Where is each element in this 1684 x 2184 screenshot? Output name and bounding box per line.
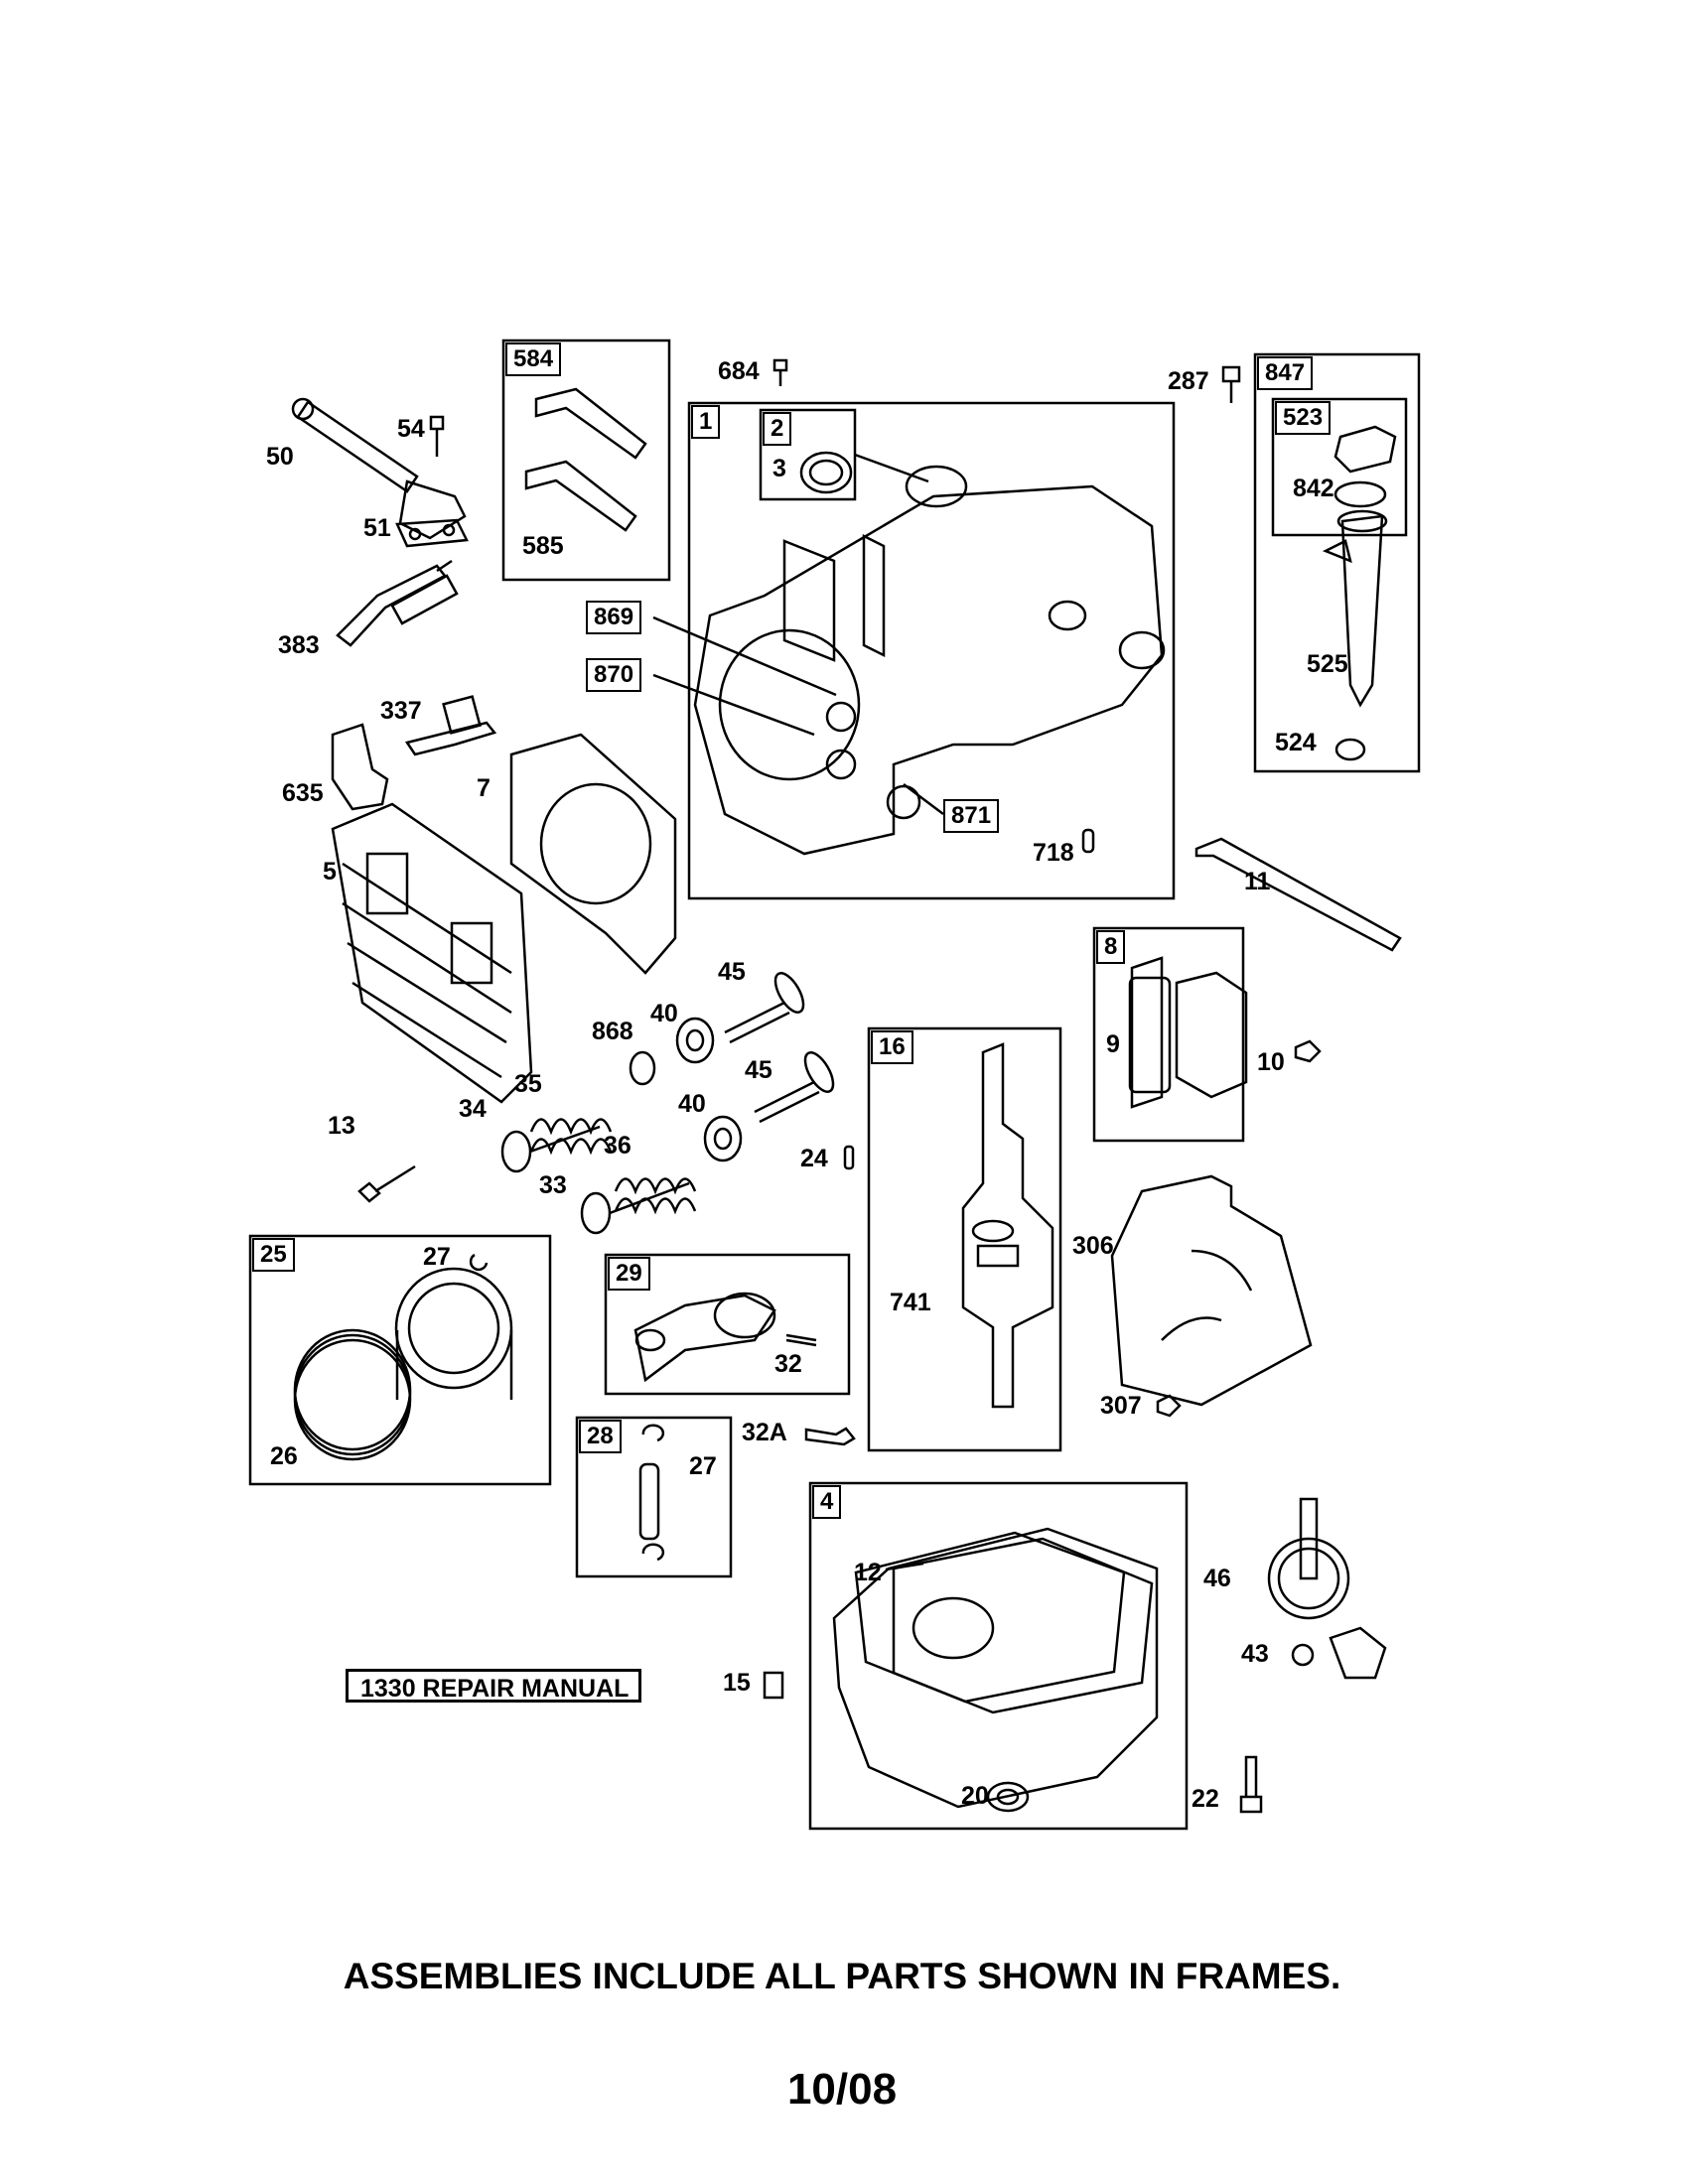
part-label-43: 43 [1241, 1640, 1269, 1668]
page-date: 10/08 [786, 2065, 898, 2114]
part-label-524: 524 [1275, 729, 1317, 756]
part-label-11: 11 [1244, 868, 1271, 895]
part-label-635: 635 [282, 779, 324, 807]
frame-rod [606, 1255, 849, 1394]
part-label-46: 46 [1203, 1565, 1231, 1592]
part-label-45b: 45 [745, 1056, 772, 1084]
frame-label-870: 870 [586, 658, 642, 692]
part-label-27b: 27 [689, 1452, 717, 1480]
part-label-585: 585 [522, 532, 564, 560]
part-label-684: 684 [718, 357, 760, 385]
frame-584 [503, 341, 669, 580]
frame-label-29: 29 [608, 1257, 650, 1291]
part-label-32A: 32A [742, 1419, 787, 1446]
frame-label-847: 847 [1257, 356, 1314, 390]
frame-label-1: 1 [691, 405, 721, 439]
frame-pin [577, 1418, 731, 1576]
part-label-307: 307 [1100, 1392, 1142, 1420]
part-label-868: 868 [592, 1018, 633, 1045]
part-label-287: 287 [1168, 367, 1209, 395]
part-label-54: 54 [397, 415, 425, 443]
part-label-5: 5 [323, 858, 337, 886]
frame-label-8: 8 [1096, 930, 1126, 964]
part-label-50: 50 [266, 443, 294, 471]
frame-8 [1094, 928, 1243, 1141]
part-label-525: 525 [1307, 650, 1348, 678]
part-label-26: 26 [270, 1442, 298, 1470]
part-label-718: 718 [1033, 839, 1074, 867]
frame-label-16: 16 [871, 1030, 913, 1064]
frame-847 [1255, 354, 1419, 771]
part-label-51: 51 [363, 514, 391, 542]
part-label-35: 35 [514, 1070, 542, 1098]
part-label-337: 337 [380, 697, 422, 725]
frame-label-28: 28 [579, 1420, 622, 1453]
part-label-9: 9 [1106, 1030, 1120, 1058]
frame-sump [810, 1483, 1187, 1829]
part-label-40b: 40 [678, 1090, 706, 1118]
frame-label-25: 25 [252, 1238, 295, 1272]
part-label-10: 10 [1257, 1048, 1285, 1076]
part-label-7: 7 [477, 774, 491, 802]
assemblies-note: ASSEMBLIES INCLUDE ALL PARTS SHOWN IN FR… [343, 1956, 1341, 1996]
part-label-45a: 45 [718, 958, 746, 986]
repair-manual-reference: 1330 REPAIR MANUAL [346, 1669, 641, 1703]
frame-crankshaft [869, 1028, 1060, 1450]
frame-label-584: 584 [505, 342, 562, 376]
part-label-27a: 27 [423, 1243, 451, 1271]
part-label-33: 33 [539, 1171, 567, 1199]
frame-label-869: 869 [586, 601, 642, 634]
part-label-13: 13 [328, 1112, 355, 1140]
part-label-20: 20 [961, 1782, 989, 1810]
frame-piston [250, 1236, 550, 1484]
part-label-12: 12 [854, 1559, 882, 1586]
part-label-741: 741 [890, 1289, 931, 1316]
part-label-3: 3 [772, 455, 786, 482]
frame-523 [1273, 399, 1406, 535]
part-label-32: 32 [774, 1350, 802, 1378]
part-label-842: 842 [1293, 475, 1334, 502]
part-label-383: 383 [278, 631, 320, 659]
part-label-22: 22 [1192, 1785, 1219, 1813]
frame-label-2: 2 [763, 412, 792, 446]
frame-label-523: 523 [1275, 401, 1332, 435]
frame-crankcase [689, 403, 1174, 898]
part-label-34: 34 [459, 1095, 487, 1123]
part-label-40a: 40 [650, 1000, 678, 1027]
frame-label-871: 871 [943, 799, 1000, 833]
part-label-24: 24 [800, 1145, 828, 1172]
part-label-15: 15 [723, 1669, 751, 1697]
part-label-306: 306 [1072, 1232, 1114, 1260]
part-label-36: 36 [604, 1132, 632, 1160]
frame-label-4: 4 [812, 1485, 842, 1519]
